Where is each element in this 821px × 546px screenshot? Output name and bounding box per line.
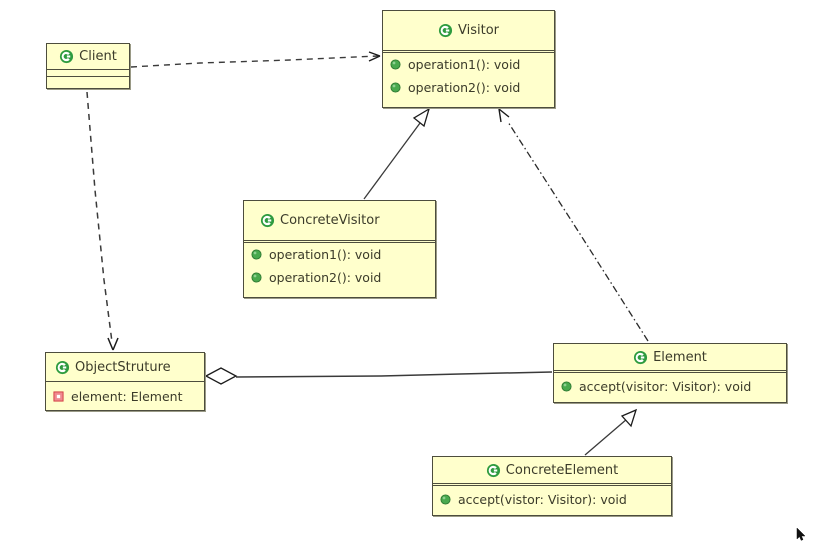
uml-member-row[interactable]: accept(vistor: Visitor): void — [433, 486, 671, 513]
uml-members-compartment: element: Element — [46, 382, 204, 410]
uml-member-label: operation1(): void — [269, 247, 382, 262]
uml-class-header: Visitor — [383, 11, 554, 53]
method-icon — [390, 82, 401, 93]
uml-member-label: element: Element — [71, 388, 183, 404]
uml-member-label: accept(vistor: Visitor): void — [458, 492, 627, 507]
uml-members-compartment: operation1(): void operation2(): void — [244, 243, 435, 289]
edge-concretevisitor-implements-visitor — [363, 107, 431, 200]
method-icon — [251, 272, 262, 283]
uml-member-row[interactable]: operation2(): void — [383, 76, 554, 99]
method-icon — [561, 381, 572, 392]
uml-class-name: Visitor — [458, 23, 499, 38]
uml-members-compartment: accept(vistor: Visitor): void — [433, 486, 671, 513]
edge-client-uses-visitor — [130, 51, 381, 68]
field-icon — [53, 390, 64, 402]
method-icon — [440, 494, 451, 505]
uml-class-header: ConcreteElement — [433, 457, 671, 486]
uml-class-name: Client — [79, 49, 117, 64]
uml-member-label: accept(visitor: Visitor): void — [579, 379, 752, 394]
uml-class-header: ConcreteVisitor — [244, 201, 435, 243]
uml-member-label: operation2(): void — [408, 80, 521, 95]
uml-class-header: Client — [47, 44, 129, 70]
class-icon — [60, 49, 74, 64]
mouse-cursor-icon — [796, 528, 806, 541]
uml-member-row[interactable]: operation1(): void — [383, 53, 554, 76]
uml-class-name: ConcreteVisitor — [280, 213, 380, 228]
uml-class-name: ObjectStruture — [75, 359, 171, 375]
uml-class-concrete-visitor[interactable]: ConcreteVisitor operation1(): void opera… — [243, 200, 436, 298]
method-icon — [390, 59, 401, 70]
uml-empty-compartment — [47, 70, 129, 77]
uml-class-visitor[interactable]: Visitor operation1(): void operation2():… — [382, 10, 555, 108]
uml-member-row[interactable]: operation2(): void — [244, 266, 435, 289]
class-icon — [260, 213, 275, 228]
class-icon — [438, 23, 453, 38]
uml-class-object-struture[interactable]: ObjectStruture element: Element — [45, 352, 205, 411]
class-icon — [634, 350, 648, 364]
uml-members-compartment: operation1(): void operation2(): void — [383, 53, 554, 99]
uml-class-concrete-element[interactable]: ConcreteElement accept(vistor: Visitor):… — [432, 456, 672, 516]
uml-class-name: ConcreteElement — [505, 462, 619, 478]
class-icon — [55, 360, 70, 374]
uml-member-label: operation2(): void — [269, 270, 382, 285]
uml-class-header: ObjectStruture — [46, 353, 204, 382]
uml-class-name: Element — [653, 349, 707, 365]
uml-member-row[interactable]: operation1(): void — [244, 243, 435, 266]
uml-class-client[interactable]: Client — [46, 43, 130, 89]
edge-concreteelement-implements-element — [584, 408, 638, 456]
uml-member-row[interactable]: element: Element — [46, 382, 204, 410]
class-icon — [486, 463, 500, 477]
uml-class-header: Element — [554, 344, 786, 373]
edge-objectstruture-aggregates-element — [204, 367, 553, 385]
uml-empty-compartment — [47, 77, 129, 83]
uml-members-compartment: accept(visitor: Visitor): void — [554, 373, 786, 400]
uml-member-row[interactable]: accept(visitor: Visitor): void — [554, 373, 786, 400]
edge-client-uses-objectstruture — [86, 91, 119, 351]
uml-member-label: operation1(): void — [408, 57, 521, 72]
method-icon — [251, 249, 262, 260]
uml-class-element[interactable]: Element accept(visitor: Visitor): void — [553, 343, 787, 403]
edge-element-depends-visitor — [498, 108, 649, 342]
